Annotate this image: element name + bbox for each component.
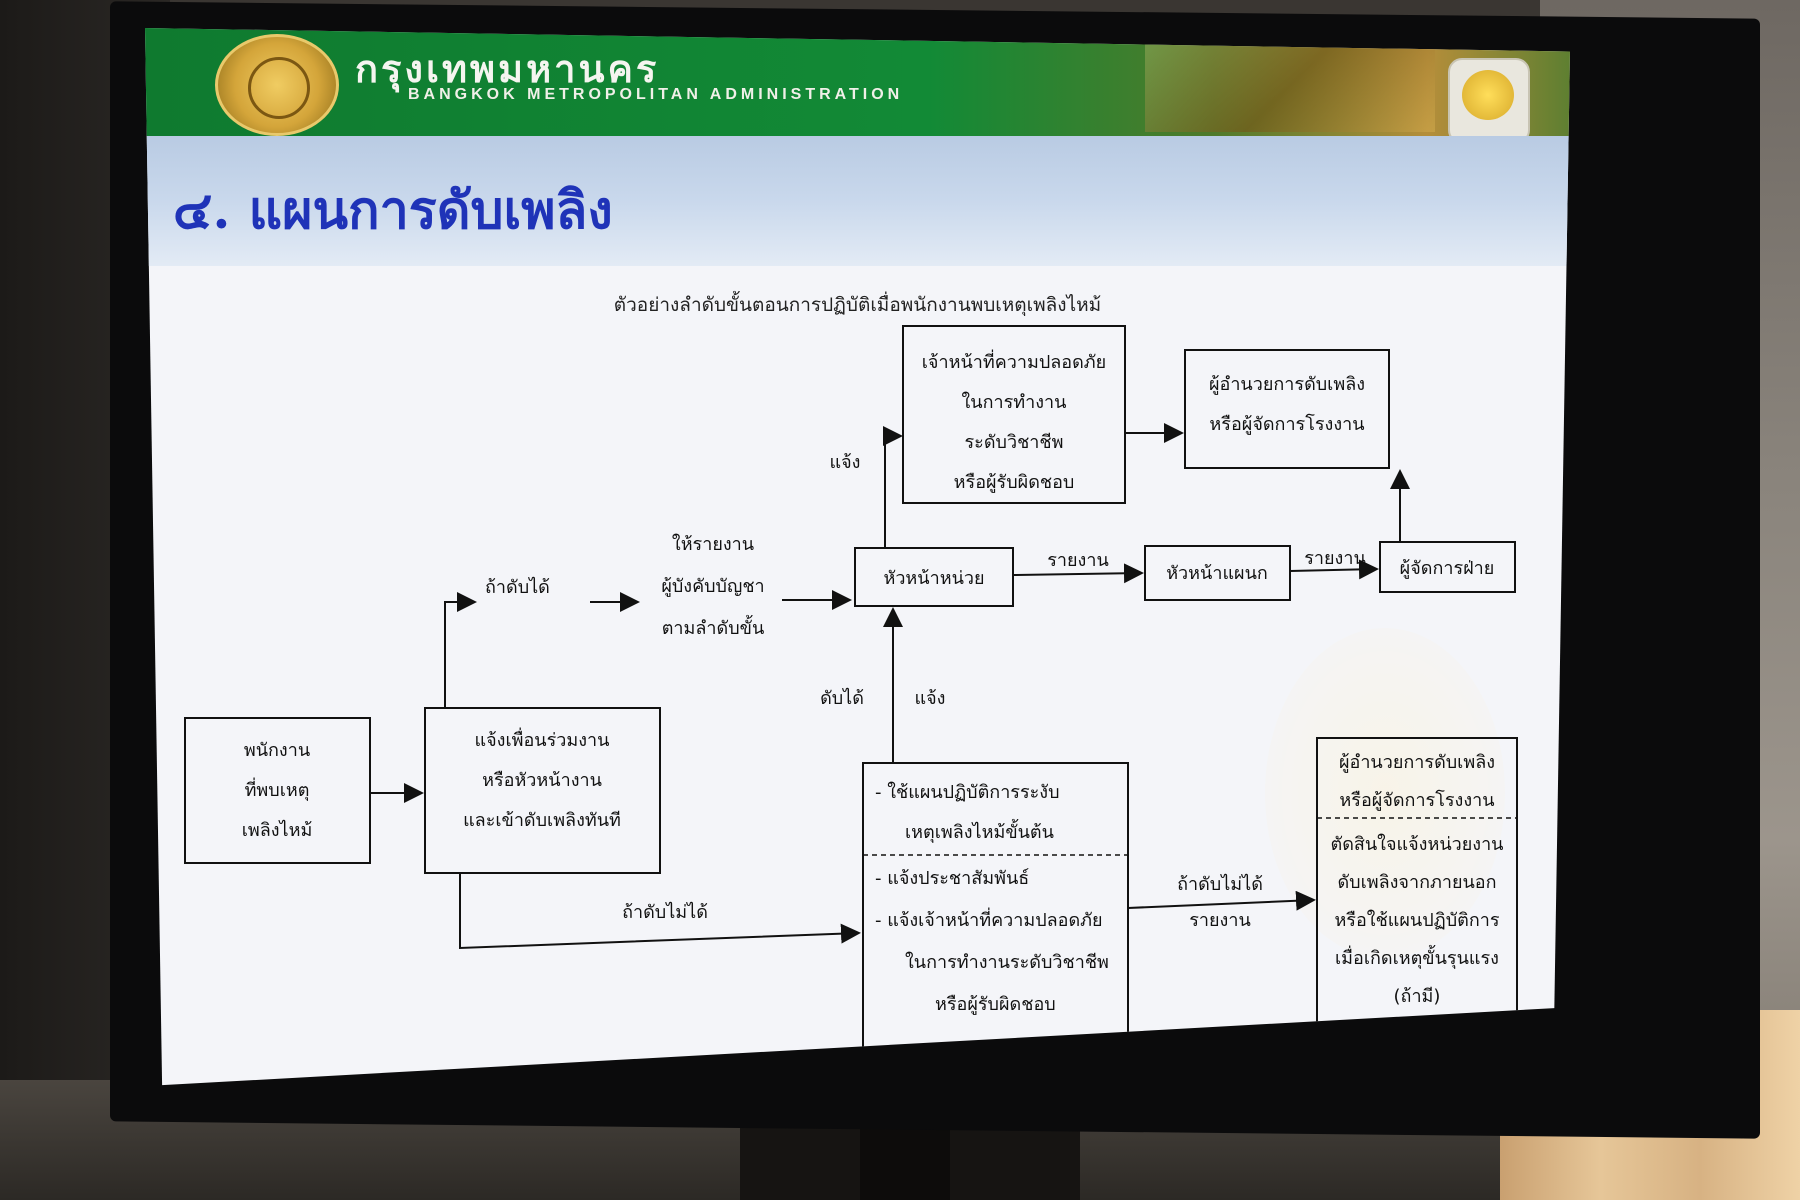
fire-director-top-line-1: ผู้อำนวยการดับเพลิง (1209, 374, 1365, 395)
emergency-actions-line-3: ในการทำงานระดับวิชาชีพ (905, 951, 1109, 973)
notify-colleague-line-2: หรือหัวหน้างาน (482, 770, 602, 791)
box-section-head (1144, 545, 1291, 601)
report-chain-line-1: ให้รายงาน (672, 533, 754, 555)
external-decision-line-5: (ถ้ามี) (1394, 986, 1441, 1007)
title-band (145, 136, 1570, 266)
department-seal-icon (1448, 58, 1530, 144)
notify-colleague-line-3: และเข้าดับเพลิงทันที (463, 810, 621, 831)
slide-subtitle: ตัวอย่างลำดับขั้นตอนการปฏิบัติเมื่อพนักง… (613, 294, 1102, 316)
external-decision-line-2: ดับเพลิงจากภายนอก (1337, 872, 1496, 893)
slide-title: ๔. แผนการดับเพลิง (173, 180, 613, 241)
monitor-screen: กรุงเทพมหานคร BANGKOK METROPOLITAN ADMIN… (145, 28, 1570, 1086)
fire-director-bottom-line-2: หรือผู้จัดการโรงงาน (1339, 789, 1494, 811)
bma-seal-icon (215, 34, 339, 136)
external-decision-line-4: เมื่อเกิดเหตุขั้นรุนแรง (1335, 945, 1499, 969)
box-safety-officer (902, 325, 1126, 504)
unit-head-label: หัวหน้าหน่วย (883, 568, 984, 589)
label-notify-top: แจ้ง (830, 452, 861, 473)
label-extinguished: ดับได้ (820, 687, 864, 709)
label-notify-middle: แจ้ง (915, 688, 946, 709)
notify-colleague-line-1: แจ้งเพื่อนร่วมงาน (475, 727, 610, 751)
report-chain-line-3: ตามลำดับขั้น (662, 615, 765, 639)
box-unit-head (854, 547, 1014, 607)
employee-line-2: ที่พบเหตุ (245, 777, 310, 801)
banner-name-english: BANGKOK METROPOLITAN ADMINISTRATION (408, 86, 904, 103)
employee-line-1: พนักงาน (244, 740, 310, 761)
report-chain-line-2: ผู้บังคับบัญชา (661, 576, 764, 597)
emergency-plan-line-1: - ใช้แผนปฏิบัติการระงับ (875, 781, 1060, 803)
box-dept-manager (1379, 541, 1516, 593)
label-report-2: รายงาน (1304, 548, 1366, 569)
safety-officer-line-2: ในการทำงาน (962, 391, 1067, 413)
label-report-1: รายงาน (1047, 550, 1109, 571)
label-report-3: รายงาน (1189, 910, 1251, 931)
safety-officer-line-1: เจ้าหน้าที่ความปลอดภัย (922, 349, 1106, 373)
emergency-plan-line-2: เหตุเพลิงไหม้ขั้นต้น (905, 819, 1054, 843)
box-fire-director-bottom (1316, 737, 1518, 1059)
emergency-actions-line-1: - แจ้งประชาสัมพันธ์ (875, 868, 1029, 889)
section-head-label: หัวหน้าแผนก (1166, 563, 1268, 584)
box-fire-director-top (1184, 349, 1390, 469)
safety-officer-line-3: ระดับวิชาชีพ (965, 432, 1064, 453)
external-decision-line-3: หรือใช้แผนปฏิบัติการ (1334, 909, 1499, 931)
safety-officer-line-4: หรือผู้รับผิดชอบ (954, 472, 1075, 493)
box-employee (184, 717, 371, 864)
fire-director-top-line-2: หรือผู้จัดการโรงงาน (1209, 413, 1364, 435)
emergency-actions-line-4: หรือผู้รับผิดชอบ (935, 994, 1056, 1015)
fire-director-bottom-line-1: ผู้อำนวยการดับเพลิง (1339, 752, 1495, 773)
label-if-not-extinguished-2: ถ้าดับไม่ได้ (1177, 873, 1263, 895)
external-decision-line-1: ตัดสินใจแจ้งหน่วยงาน (1331, 833, 1504, 855)
emergency-actions-line-2: - แจ้งเจ้าหน้าที่ความปลอดภัย (875, 907, 1103, 931)
banner-artwork (1145, 40, 1435, 132)
employee-line-3: เพลิงไหม้ (242, 819, 313, 841)
label-if-not-extinguished: ถ้าดับไม่ได้ (622, 901, 708, 923)
box-notify-colleague (424, 707, 661, 874)
banner-name-thai: กรุงเทพมหานคร (355, 49, 660, 91)
label-if-extinguished: ถ้าดับได้ (485, 576, 550, 598)
dept-manager-label: ผู้จัดการฝ่าย (1400, 558, 1495, 579)
fire-response-flowchart: พนักงาน ที่พบเหตุ เพลิงไหม้ แจ้งเพื่อนร่… (184, 325, 1518, 1059)
